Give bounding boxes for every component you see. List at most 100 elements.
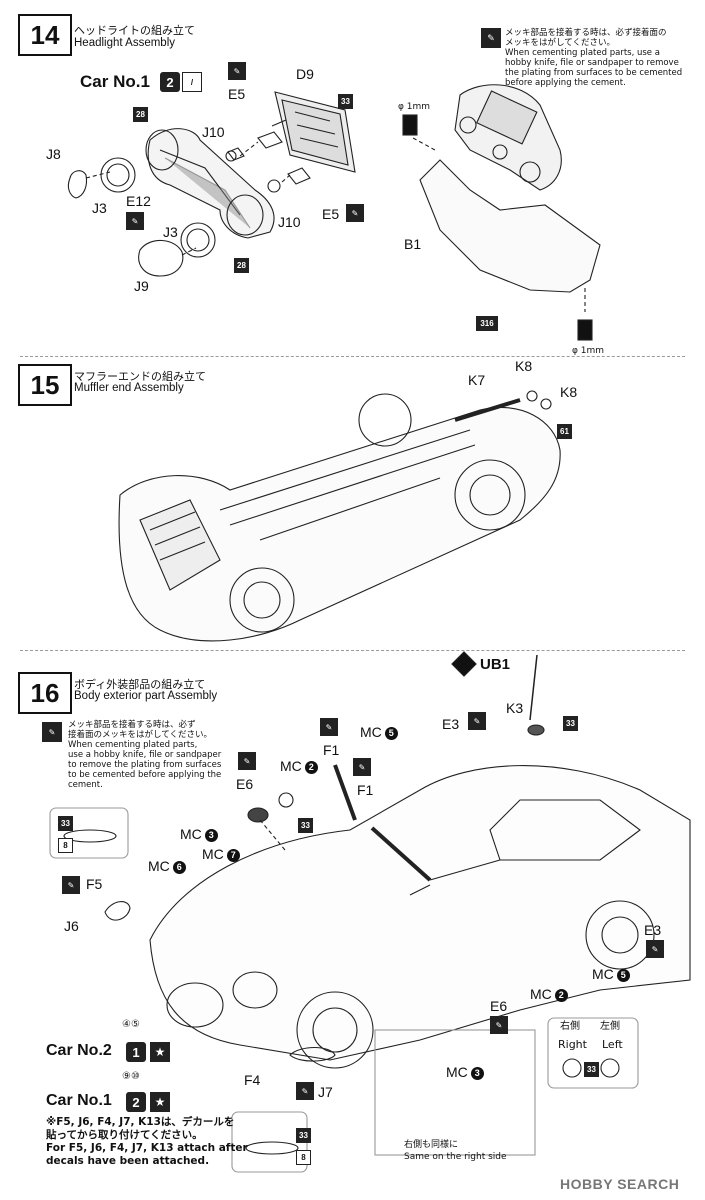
divider-14-15	[20, 356, 685, 357]
car-no2-badge: 1	[126, 1042, 146, 1062]
label-f5: F5	[86, 876, 103, 892]
mc6-num: 6	[172, 860, 186, 874]
label-b1: B1	[404, 236, 422, 252]
plating-note16-en4: to be cemented before applying the	[68, 770, 222, 780]
label-j10-top: J10	[202, 124, 225, 140]
label-j3-left: J3	[92, 200, 107, 216]
plating-icon-16: ✎	[42, 722, 62, 742]
car-body-drawing	[104, 654, 691, 1156]
plating-note: メッキ部品を接着する時は、必ず接着面の メッキをはがしてください。 When c…	[505, 28, 682, 88]
car-no1-label-16: Car No.1	[46, 1092, 112, 1109]
plated-part-icon-e3: ✎	[468, 712, 486, 730]
mc3-inset-num: 3	[470, 1066, 484, 1080]
label-ub1: UB1	[480, 656, 511, 673]
plating-note16-en3: to remove the plating from surfaces	[68, 760, 222, 770]
label-e5-top: E5	[228, 86, 246, 102]
car-no1-badge-16: 2	[126, 1092, 146, 1112]
plated-part-icon-e3-right: ✎	[646, 940, 664, 958]
plated-part-icon: ✎	[228, 62, 246, 80]
label-j7: J7	[318, 1084, 333, 1100]
plating-note16-jp1: メッキ部品を接着する時は、必ず	[68, 720, 196, 730]
plating-note-en2: hobby knife, file or sandpaper to remove	[505, 58, 679, 68]
mc7-text: MC	[202, 846, 224, 862]
headlight-assembly-drawing	[67, 91, 356, 277]
drill-size-bottom: φ 1mm	[572, 346, 605, 356]
color-chip-316: 316	[476, 316, 498, 331]
car-underside-drawing	[118, 390, 561, 642]
mc5-top-num: 5	[384, 726, 398, 740]
color-chip-33-e6: 33	[298, 818, 313, 833]
step-title-jp-15: マフラーエンドの組み立て	[74, 370, 206, 383]
label-j10-bottom: J10	[278, 214, 301, 230]
step-title-en-14: Headlight Assembly	[74, 37, 175, 49]
label-k8-right: K8	[560, 384, 578, 400]
mc3-top-text: MC	[180, 826, 202, 842]
plated-part-icon-f5: ✎	[62, 876, 80, 894]
mc2-top-num: 2	[304, 760, 318, 774]
same-right-side-jp: 右側も同様に	[404, 1140, 459, 1150]
decal-note-en1: For F5, J6, F4, J7, K13 attach after	[46, 1142, 248, 1154]
plated-part-icon-e6-right: ✎	[490, 1016, 508, 1034]
label-e5-bottom: E5	[322, 206, 340, 222]
decal-number-4-5: ④⑤	[122, 1019, 140, 1030]
plating-note-jp1: メッキ部品を接着する時は、必ず接着面の	[505, 28, 667, 38]
mc7-num: 7	[226, 848, 240, 862]
color-chip-33-lr: 33	[584, 1062, 599, 1077]
decal-note-jp1: ※F5, J6, F4, J7, K13は、デカールを	[46, 1116, 235, 1128]
step-number-16: 16	[18, 672, 72, 714]
step-title-jp-16: ボディ外装部品の組み立て	[74, 678, 206, 691]
car-no2-label: Car No.2	[46, 1042, 112, 1059]
plating-note-16: メッキ部品を接着する時は、必ず 接着面のメッキをはがしてください。 When c…	[68, 720, 221, 790]
color-chip-61: 61	[557, 424, 572, 439]
label-f1-top: F1	[323, 742, 340, 758]
color-chip-28-bottom: 28	[234, 258, 249, 273]
plated-part-icon-e5: ✎	[346, 204, 364, 222]
mc6-text: MC	[148, 858, 170, 874]
right-side-en: Right	[558, 1038, 587, 1051]
color-chip-33: 33	[338, 94, 353, 109]
label-e6-top: E6	[236, 776, 254, 792]
mc3-inset-text: MC	[446, 1064, 468, 1080]
plating-note16-en5: cement.	[68, 780, 103, 790]
plating-note-en4: before applying the cement.	[505, 78, 626, 88]
label-f4: F4	[244, 1072, 261, 1088]
plated-part-icon-f4: ✎	[296, 1082, 314, 1100]
label-e6-right: E6	[490, 998, 508, 1014]
decal-attach-note: ※F5, J6, F4, J7, K13は、デカールを 貼ってから取り付けてくだ…	[46, 1116, 248, 1168]
star-icon-car1: ★	[150, 1092, 170, 1112]
mc2-top-text: MC	[280, 758, 302, 774]
mc2-right-num: 2	[554, 988, 568, 1002]
mc5-right-num: 5	[616, 968, 630, 982]
hobby-search-watermark: HOBBY SEARCH	[560, 1176, 680, 1192]
step-number-15: 15	[18, 364, 72, 406]
label-j9: J9	[134, 278, 149, 294]
plating-note-en3: the plating from surfaces to be cemented	[505, 68, 683, 78]
plated-part-icon-f1-top: ✎	[320, 718, 338, 736]
plating-note16-jp2: 接着面のメッキをはがしてください。	[68, 730, 212, 740]
color-chip-8-f5: 8	[58, 838, 73, 853]
mc3-top-num: 3	[204, 828, 218, 842]
label-k3: K3	[506, 700, 524, 716]
mc2-right-text: MC	[530, 986, 552, 1002]
left-side-en: Left	[602, 1038, 623, 1051]
step-title-en-16: Body exterior part Assembly	[74, 690, 218, 702]
label-d9: D9	[296, 66, 314, 82]
color-chip-33-f5: 33	[58, 816, 73, 831]
color-chip-8-f4: 8	[296, 1150, 311, 1165]
label-e12: E12	[126, 193, 151, 209]
color-chip-28-top: 28	[133, 107, 148, 122]
step-title-jp-14: ヘッドライトの組み立て	[74, 24, 195, 37]
car-no1-badge: 2	[160, 72, 180, 92]
plating-note16-en1: When cementing plated parts,	[68, 740, 198, 750]
decal-note-jp2: 貼ってから取り付けてください。	[46, 1129, 203, 1141]
plated-part-icon-e6: ✎	[238, 752, 256, 770]
step-title-en-15: Muffler end Assembly	[74, 382, 184, 394]
label-j3-bottom: J3	[163, 224, 178, 240]
color-chip-33-f4: 33	[296, 1128, 311, 1143]
left-side-jp: 左側	[600, 1021, 620, 1032]
